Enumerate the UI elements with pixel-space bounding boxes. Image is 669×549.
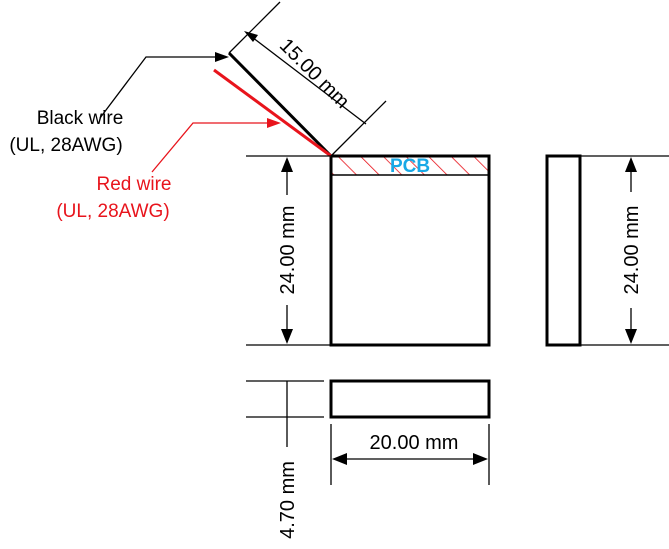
front-height-arrow-bottom [281, 329, 293, 344]
bottom-view-body [329, 379, 491, 419]
side-view-body [545, 154, 582, 347]
thickness-dim: 4.70 mm [277, 461, 299, 539]
black-wire-leader [99, 56, 218, 119]
black-wire [227, 51, 333, 158]
black-wire-spec: (UL, 28AWG) [9, 135, 122, 156]
red-wire-label: Red wire [97, 174, 172, 195]
side-height-arrow-bottom [625, 329, 637, 344]
pcb-label: PCB [390, 156, 430, 177]
pcb-hatch [332, 157, 488, 175]
red-wire-leader [151, 122, 268, 173]
wire-dim-ext-bottom [330, 100, 387, 157]
side-height-arrow-top [625, 157, 637, 172]
black-wire-label: Black wire [37, 108, 124, 129]
black-wire-leader-arrow [215, 52, 229, 62]
width-arrow-left [332, 453, 347, 465]
red-wire-leader-arrow [267, 118, 281, 128]
red-wire-spec: (UL, 28AWG) [56, 201, 169, 222]
wire-dim-arrow-top [244, 31, 258, 42]
wire-length-dim: 15.00 mm [275, 35, 353, 113]
width-arrow-right [473, 453, 488, 465]
front-height-dim: 24.00 mm [277, 206, 299, 295]
width-dim: 20.00 mm [370, 432, 459, 454]
side-height-dim: 24.00 mm [621, 206, 643, 295]
wire-dim-line [247, 33, 367, 125]
red-wire [213, 68, 332, 158]
front-view-body [329, 154, 491, 347]
wire-dim-ext-top [228, 1, 281, 54]
front-height-arrow-top [281, 157, 293, 172]
